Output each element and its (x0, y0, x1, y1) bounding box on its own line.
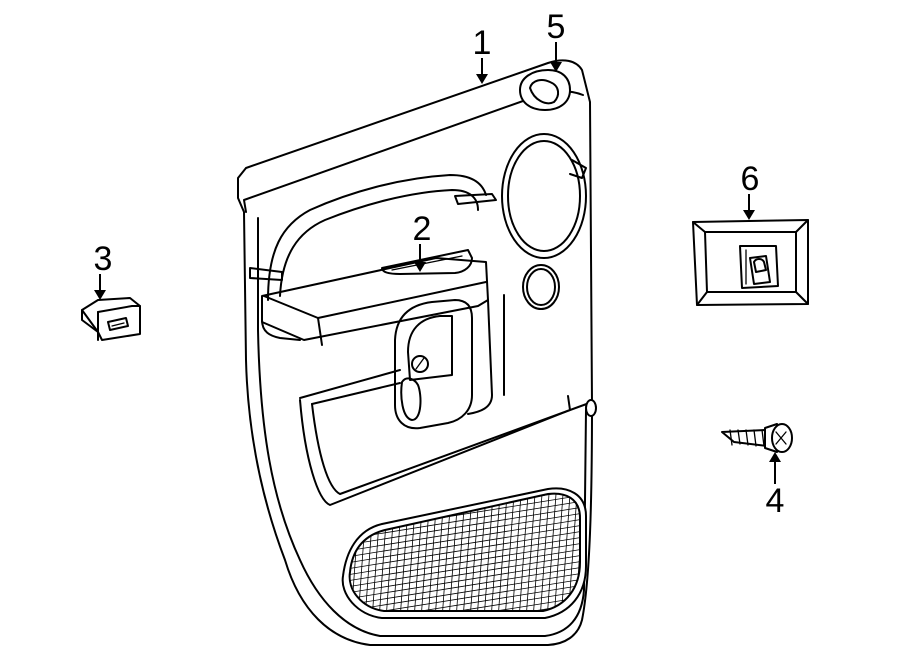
callout-4: 4 (766, 452, 785, 520)
callout-3: 3 (94, 240, 113, 300)
callout-5-label: 5 (547, 8, 566, 46)
callout-4-label: 4 (766, 482, 785, 520)
window-switch-bezel (692, 219, 809, 306)
callout-1-label: 1 (473, 24, 492, 62)
screw (721, 423, 793, 453)
callout-2: 2 (413, 210, 432, 272)
callout-3-label: 3 (94, 240, 113, 278)
callout-1: 1 (473, 24, 492, 84)
callout-6: 6 (741, 160, 760, 220)
door-trim-panel (237, 59, 597, 646)
callout-2-label: 2 (413, 210, 432, 248)
door-lock-bezel (519, 69, 571, 111)
callout-6-label: 6 (741, 160, 760, 198)
callout-5: 5 (547, 8, 566, 72)
retainer-clip (81, 297, 141, 341)
